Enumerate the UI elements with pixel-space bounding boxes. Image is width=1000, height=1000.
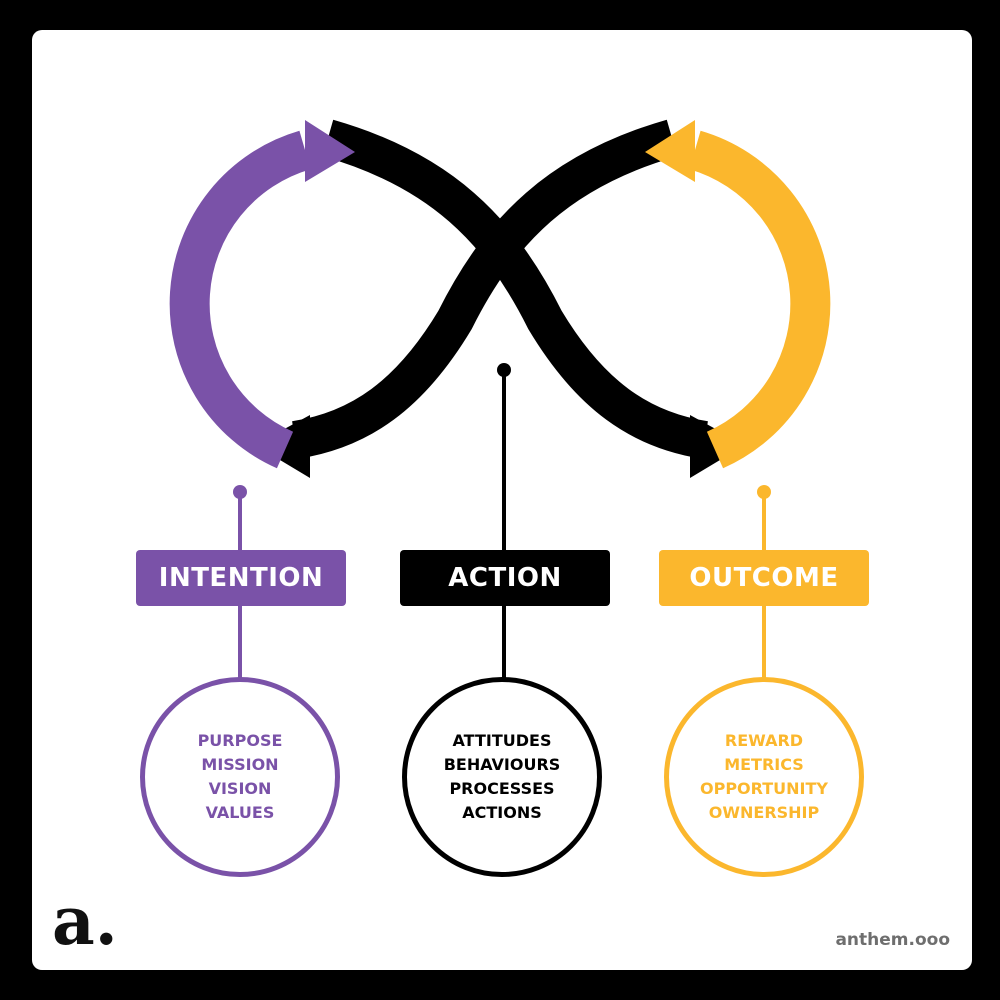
intention-loop bbox=[169, 130, 311, 469]
action-item: ATTITUDES bbox=[452, 731, 552, 750]
outcome-item: REWARD bbox=[724, 731, 804, 750]
intention-item: VISION bbox=[208, 779, 272, 798]
intention-item: PURPOSE bbox=[197, 731, 283, 750]
site-url: anthem.ooo bbox=[835, 930, 950, 950]
outcome-item: OPPORTUNITY bbox=[699, 779, 828, 798]
action-circle: ATTITUDES BEHAVIOURS PROCESSES ACTIONS bbox=[402, 677, 602, 877]
intention-circle: PURPOSE MISSION VISION VALUES bbox=[140, 677, 340, 877]
action-item: PROCESSES bbox=[449, 779, 555, 798]
brand-logo: a. bbox=[52, 882, 118, 960]
action-arrow-band-2 bbox=[291, 119, 678, 459]
action-connector bbox=[497, 363, 511, 680]
action-arrow-band-1 bbox=[322, 119, 709, 459]
outcome-item: OWNERSHIP bbox=[708, 803, 820, 822]
intention-label: INTENTION bbox=[136, 550, 346, 606]
intention-item: MISSION bbox=[201, 755, 279, 774]
action-item: ACTIONS bbox=[462, 803, 542, 822]
intention-arrowhead bbox=[305, 120, 355, 182]
outcome-circle: REWARD METRICS OPPORTUNITY OWNERSHIP bbox=[664, 677, 864, 877]
outcome-loop bbox=[689, 130, 831, 469]
action-label: ACTION bbox=[400, 550, 610, 606]
outcome-label: OUTCOME bbox=[659, 550, 869, 606]
action-item: BEHAVIOURS bbox=[443, 755, 561, 774]
outcome-arrowhead bbox=[645, 120, 695, 182]
intention-item: VALUES bbox=[205, 803, 275, 822]
outcome-item: METRICS bbox=[724, 755, 804, 774]
